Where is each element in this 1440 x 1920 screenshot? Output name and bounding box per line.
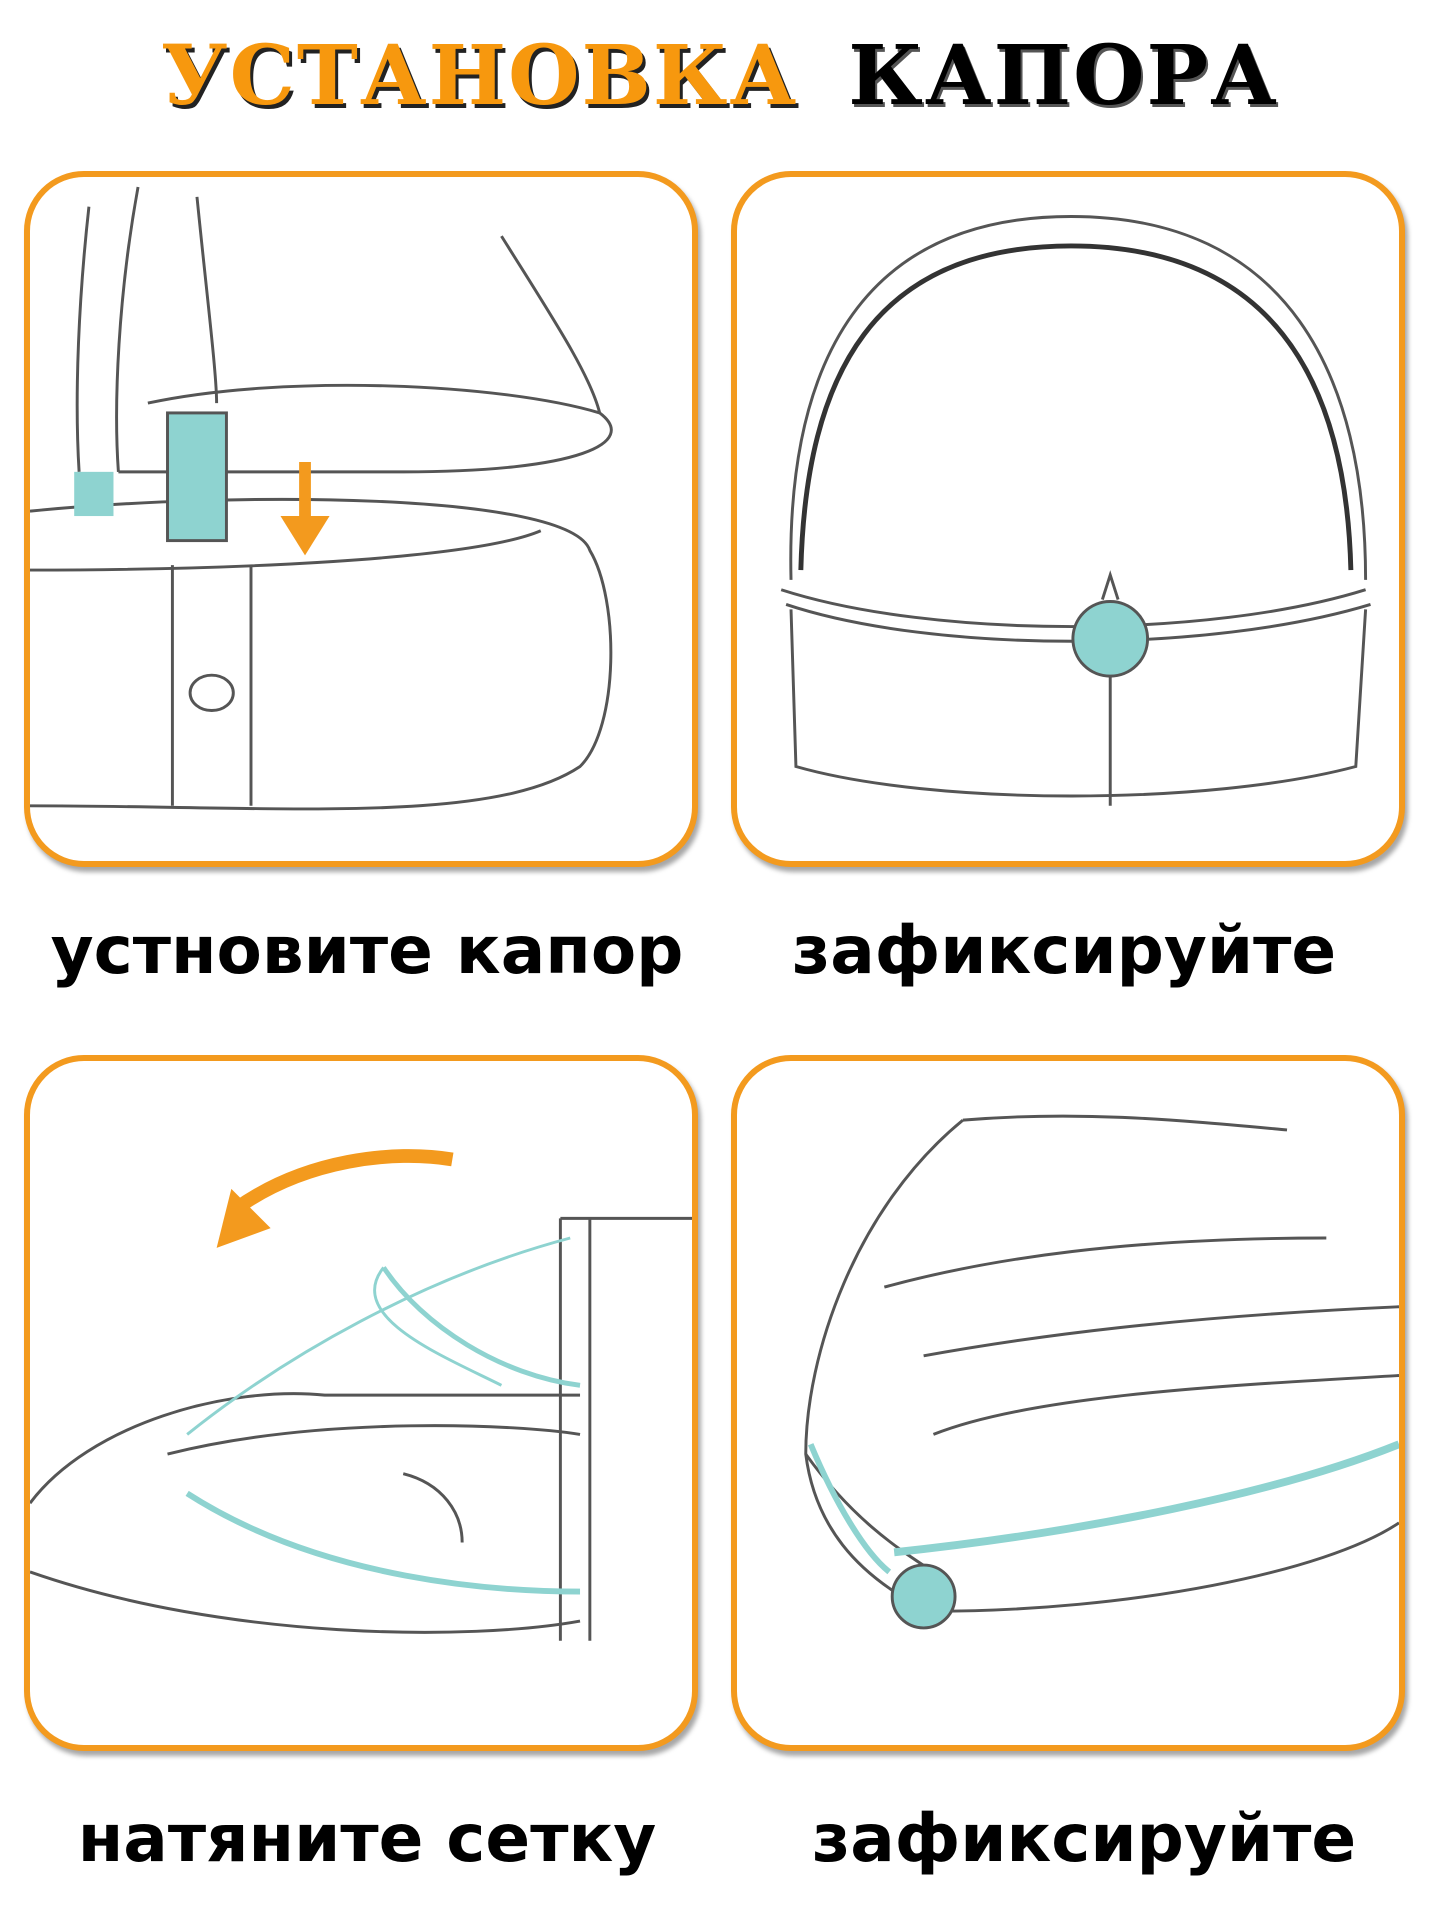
step-1-illustration [24,171,698,867]
title-part-black: КАПОРА [848,28,1279,124]
step-3-caption: натяните сетку [77,1800,657,1877]
step-1-caption: устновите капор [50,912,684,989]
step-4-illustration [731,1055,1405,1751]
step-2-caption: зафиксируйте [791,912,1337,989]
page-title: УСТАНОВКА КАПОРА [0,28,1440,124]
step-3-illustration [24,1055,698,1751]
title-part-orange: УСТАНОВКА [161,28,799,124]
step-4-caption: зафиксируйте [811,1800,1357,1877]
step-2-illustration [731,171,1405,867]
